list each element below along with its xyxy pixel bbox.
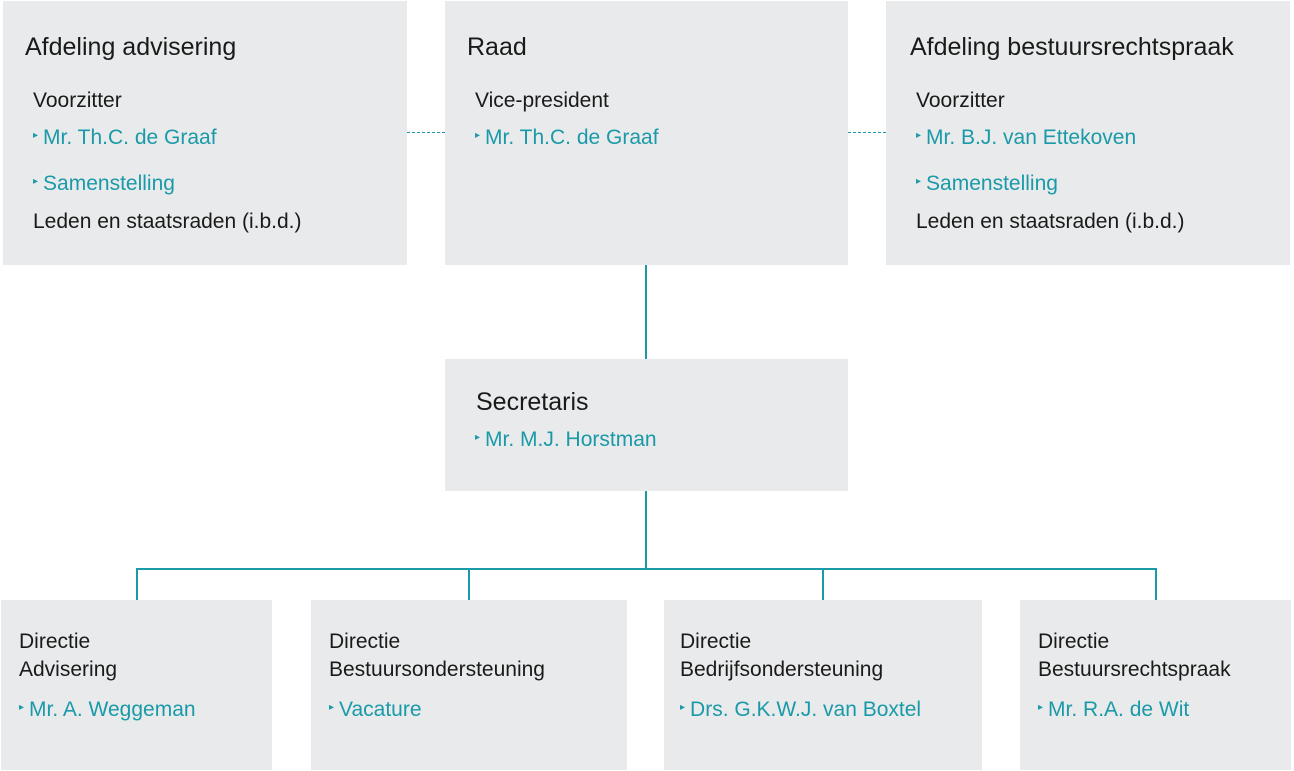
connector-directie-bestuursondersteuning [468, 568, 470, 600]
connector-advisering-raad [407, 132, 445, 133]
afdeling-advisering-person-link[interactable]: ▸ Mr. Th.C. de Graaf [33, 125, 217, 151]
secretaris-title: Secretaris [476, 388, 589, 416]
directie-bestuursrechtspraak-person-link[interactable]: ▸ Mr. R.A. de Wit [1038, 697, 1189, 723]
directie-advisering-box: Directie Advisering ▸ Mr. A. Weggeman [1, 600, 272, 770]
afdeling-bestuursrechtspraak-role: Voorzitter [916, 89, 1005, 112]
afdeling-advisering-members: Leden en staatsraden (i.b.d.) [33, 210, 302, 233]
directie-bedrijfsondersteuning-person-link[interactable]: ▸ Drs. G.K.W.J. van Boxtel [680, 697, 921, 723]
directie-advisering-person-link[interactable]: ▸ Mr. A. Weggeman [19, 697, 196, 723]
person-name: Mr. Th.C. de Graaf [485, 126, 659, 149]
samenstelling-label: Samenstelling [926, 172, 1058, 195]
connector-raad-secretaris [645, 265, 647, 359]
person-name: Mr. Th.C. de Graaf [43, 126, 217, 149]
arrow-icon: ▸ [329, 702, 335, 714]
person-name: Vacature [339, 698, 422, 721]
connector-directie-bedrijfsondersteuning [822, 568, 824, 600]
afdeling-bestuursrechtspraak-box: Afdeling bestuursrechtspraak Voorzitter … [886, 1, 1290, 265]
person-name: Mr. A. Weggeman [29, 698, 196, 721]
arrow-icon: ▸ [33, 176, 39, 188]
secretaris-person-link[interactable]: ▸ Mr. M.J. Horstman [475, 427, 657, 453]
raad-role: Vice-president [475, 89, 609, 112]
directie-label: Directie [19, 630, 91, 653]
afdeling-advisering-samenstelling-link[interactable]: ▸ Samenstelling [33, 171, 175, 197]
directie-bedrijfsondersteuning-box: Directie Bedrijfsondersteuning ▸ Drs. G.K… [664, 600, 982, 770]
directie-name: Bedrijfsondersteuning [680, 658, 884, 681]
directie-bestuursondersteuning-person-link[interactable]: ▸ Vacature [329, 697, 422, 723]
arrow-icon: ▸ [916, 130, 922, 142]
afdeling-bestuursrechtspraak-samenstelling-link[interactable]: ▸ Samenstelling [916, 171, 1058, 197]
arrow-icon: ▸ [680, 702, 686, 714]
samenstelling-label: Samenstelling [43, 172, 175, 195]
arrow-icon: ▸ [1038, 702, 1044, 714]
person-name: Mr. B.J. van Ettekoven [926, 126, 1137, 149]
afdeling-advisering-box: Afdeling advisering Voorzitter ▸ Mr. Th.C… [3, 1, 407, 265]
arrow-icon: ▸ [916, 176, 922, 188]
connector-directie-advisering [136, 568, 138, 600]
person-name: Mr. R.A. de Wit [1048, 698, 1190, 721]
afdeling-bestuursrechtspraak-members: Leden en staatsraden (i.b.d.) [916, 210, 1185, 233]
arrow-icon: ▸ [19, 702, 25, 714]
directie-bestuursrechtspraak-box: Directie Bestuursrechtspraak ▸ Mr. R.A. d… [1020, 600, 1291, 770]
raad-person-link[interactable]: ▸ Mr. Th.C. de Graaf [475, 125, 659, 151]
person-name: Mr. M.J. Horstman [485, 428, 657, 451]
connector-horizontal [136, 568, 1157, 570]
afdeling-advisering-title: Afdeling advisering [25, 33, 237, 61]
arrow-icon: ▸ [475, 130, 481, 142]
connector-raad-bestuursrechtspraak [848, 132, 886, 133]
raad-title: Raad [467, 33, 527, 61]
directie-name: Bestuursrechtspraak [1038, 658, 1231, 681]
directie-bestuursondersteuning-box: Directie Bestuursondersteuning ▸ Vacature [311, 600, 627, 770]
directie-label: Directie [329, 630, 401, 653]
directie-name: Advisering [19, 658, 118, 681]
raad-box: Raad Vice-president ▸ Mr. Th.C. de Graaf [445, 1, 848, 265]
connector-secretaris-down [645, 491, 647, 569]
arrow-icon: ▸ [475, 432, 481, 444]
afdeling-bestuursrechtspraak-person-link[interactable]: ▸ Mr. B.J. van Ettekoven [916, 125, 1136, 151]
person-name: Drs. G.K.W.J. van Boxtel [690, 698, 922, 721]
directie-label: Directie [1038, 630, 1110, 653]
connector-directie-bestuursrechtspraak [1155, 568, 1157, 600]
arrow-icon: ▸ [33, 130, 39, 142]
secretaris-box: Secretaris ▸ Mr. M.J. Horstman [445, 359, 848, 491]
afdeling-bestuursrechtspraak-title: Afdeling bestuursrechtspraak [910, 33, 1234, 61]
directie-label: Directie [680, 630, 752, 653]
directie-name: Bestuursondersteuning [329, 658, 545, 681]
afdeling-advisering-role: Voorzitter [33, 89, 122, 112]
